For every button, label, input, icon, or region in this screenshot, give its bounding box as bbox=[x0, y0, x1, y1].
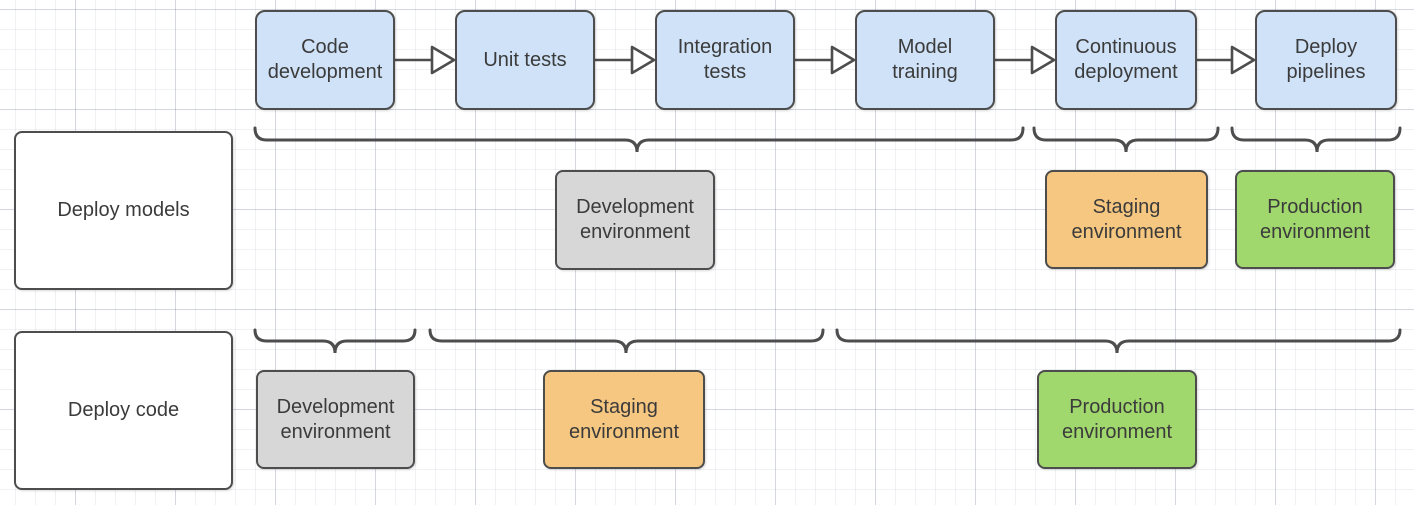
env-label: Development environment bbox=[276, 395, 395, 443]
step-label: Integration tests bbox=[677, 36, 773, 83]
env-label: Staging environment bbox=[568, 395, 680, 443]
brace-code-production[interactable] bbox=[835, 328, 1402, 354]
pipeline-step-deploy-pipelines[interactable]: Deploy pipelines bbox=[1255, 10, 1397, 110]
flow-arrow[interactable] bbox=[1195, 45, 1256, 75]
brace-models-production[interactable] bbox=[1230, 126, 1402, 153]
flow-arrow[interactable] bbox=[793, 45, 856, 75]
flow-arrow[interactable] bbox=[993, 45, 1056, 75]
env-models-production[interactable]: Production environment bbox=[1235, 170, 1395, 269]
row-label-deploy-code[interactable]: Deploy code bbox=[14, 331, 233, 490]
step-label: Deploy pipelines bbox=[1286, 36, 1366, 83]
env-label: Development environment bbox=[576, 196, 694, 243]
env-label: Staging environment bbox=[1071, 195, 1182, 243]
env-code-development[interactable]: Development environment bbox=[256, 370, 415, 469]
flow-arrow[interactable] bbox=[593, 45, 656, 75]
brace-code-staging[interactable] bbox=[428, 328, 825, 354]
env-models-development[interactable]: Development environment bbox=[555, 170, 715, 270]
brace-models-development[interactable] bbox=[253, 126, 1025, 153]
env-code-staging[interactable]: Staging environment bbox=[543, 370, 705, 469]
step-label: Code development bbox=[267, 36, 383, 83]
step-label: Unit tests bbox=[483, 48, 567, 71]
brace-models-staging[interactable] bbox=[1032, 126, 1220, 153]
pipeline-step-continuous-deployment[interactable]: Continuous deployment bbox=[1055, 10, 1197, 110]
env-code-production[interactable]: Production environment bbox=[1037, 370, 1197, 469]
row-label-text: Deploy code bbox=[67, 399, 180, 421]
row-label-deploy-models[interactable]: Deploy models bbox=[14, 131, 233, 290]
pipeline-step-unit-tests[interactable]: Unit tests bbox=[455, 10, 595, 110]
env-label: Production environment bbox=[1259, 195, 1371, 243]
step-label: Model training bbox=[892, 36, 958, 83]
row-label-text: Deploy models bbox=[57, 199, 190, 221]
env-models-staging[interactable]: Staging environment bbox=[1045, 170, 1208, 269]
flow-arrow[interactable] bbox=[393, 45, 456, 75]
pipeline-step-model-training[interactable]: Model training bbox=[855, 10, 995, 110]
env-label: Production environment bbox=[1061, 395, 1173, 443]
step-label: Continuous deployment bbox=[1074, 36, 1178, 83]
brace-code-development[interactable] bbox=[253, 328, 417, 354]
pipeline-step-integration-tests[interactable]: Integration tests bbox=[655, 10, 795, 110]
pipeline-step-code-development[interactable]: Code development bbox=[255, 10, 395, 110]
